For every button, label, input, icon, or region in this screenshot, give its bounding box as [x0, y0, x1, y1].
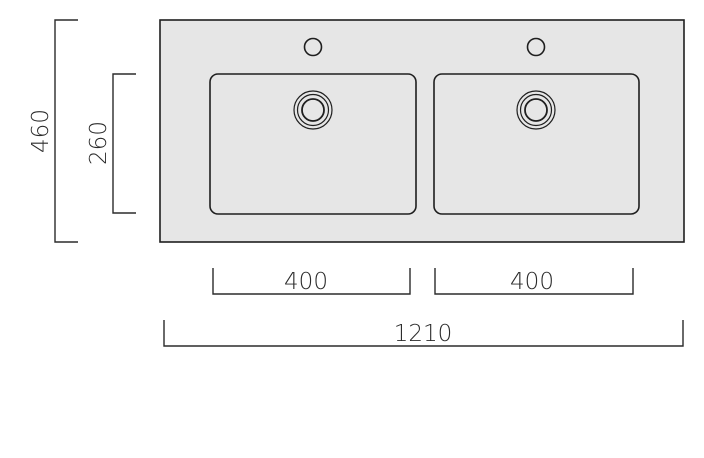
drain-left-icon	[293, 90, 333, 130]
dimension-total-width-label: 1210	[394, 321, 453, 347]
dimension-basin-left-width: 400	[212, 268, 411, 295]
drain-right-icon	[516, 90, 556, 130]
basin-right	[433, 73, 640, 215]
dimension-basin-depth: 260	[86, 73, 136, 214]
tap-hole-left-icon	[303, 37, 323, 57]
dimension-total-width: 1210	[163, 320, 684, 347]
dimension-basin-depth-label: 260	[86, 121, 112, 165]
dimension-basin-left-width-label: 400	[284, 269, 328, 295]
dimension-total-depth-label: 460	[28, 109, 54, 153]
tap-hole-right-icon	[526, 37, 546, 57]
dimension-basin-right-width-label: 400	[510, 269, 554, 295]
dimension-total-depth: 460	[28, 19, 78, 243]
basin-left	[209, 73, 417, 215]
dimension-basin-right-width: 400	[434, 268, 634, 295]
